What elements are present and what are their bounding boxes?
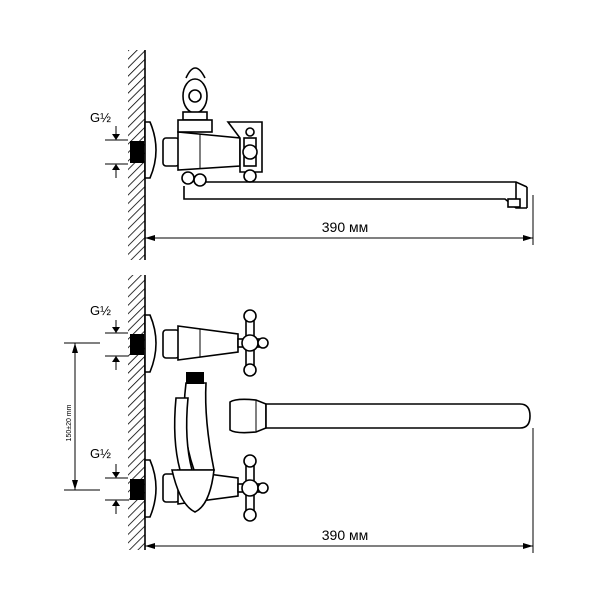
front-cross-handle-lower: [237, 454, 269, 522]
front-spacing-label: 150±20 mm: [66, 404, 73, 441]
front-length-dimension: [145, 428, 534, 553]
top-nut: [162, 137, 180, 167]
top-length-label: 390 мм: [322, 219, 369, 235]
top-view: G½: [90, 50, 534, 260]
front-view: G½ G½ 150±20 mm: [64, 275, 534, 553]
front-valve-upper: [162, 325, 239, 361]
front-thread-dimension-upper: [105, 320, 128, 370]
front-flange-lower: [144, 459, 157, 518]
top-valve-body: [177, 131, 241, 171]
front-thread-dimension-lower: [105, 464, 128, 514]
top-spout: [183, 181, 528, 209]
front-thread-label-upper: G½: [90, 303, 111, 318]
top-connector: [130, 141, 144, 163]
front-length-label: 390 мм: [322, 527, 369, 543]
top-thread-label: G½: [90, 110, 111, 125]
top-thread-dimension: [105, 126, 128, 178]
top-diverter: [177, 67, 213, 133]
front-thread-label-lower: G½: [90, 446, 111, 461]
front-spout-nut: [229, 398, 267, 434]
front-cross-handle-upper: [237, 309, 269, 377]
front-wall: [128, 275, 146, 550]
front-mixer-body: [170, 372, 215, 513]
top-flange: [144, 121, 157, 179]
top-handle: [226, 121, 263, 183]
top-rollers: [181, 171, 207, 187]
front-flange-upper: [144, 314, 157, 373]
front-connector-upper: [130, 334, 144, 355]
top-length-dimension: [145, 195, 534, 245]
front-spacing-dimension: [64, 342, 100, 491]
front-spout: [265, 403, 531, 429]
front-connector-lower: [130, 479, 144, 500]
